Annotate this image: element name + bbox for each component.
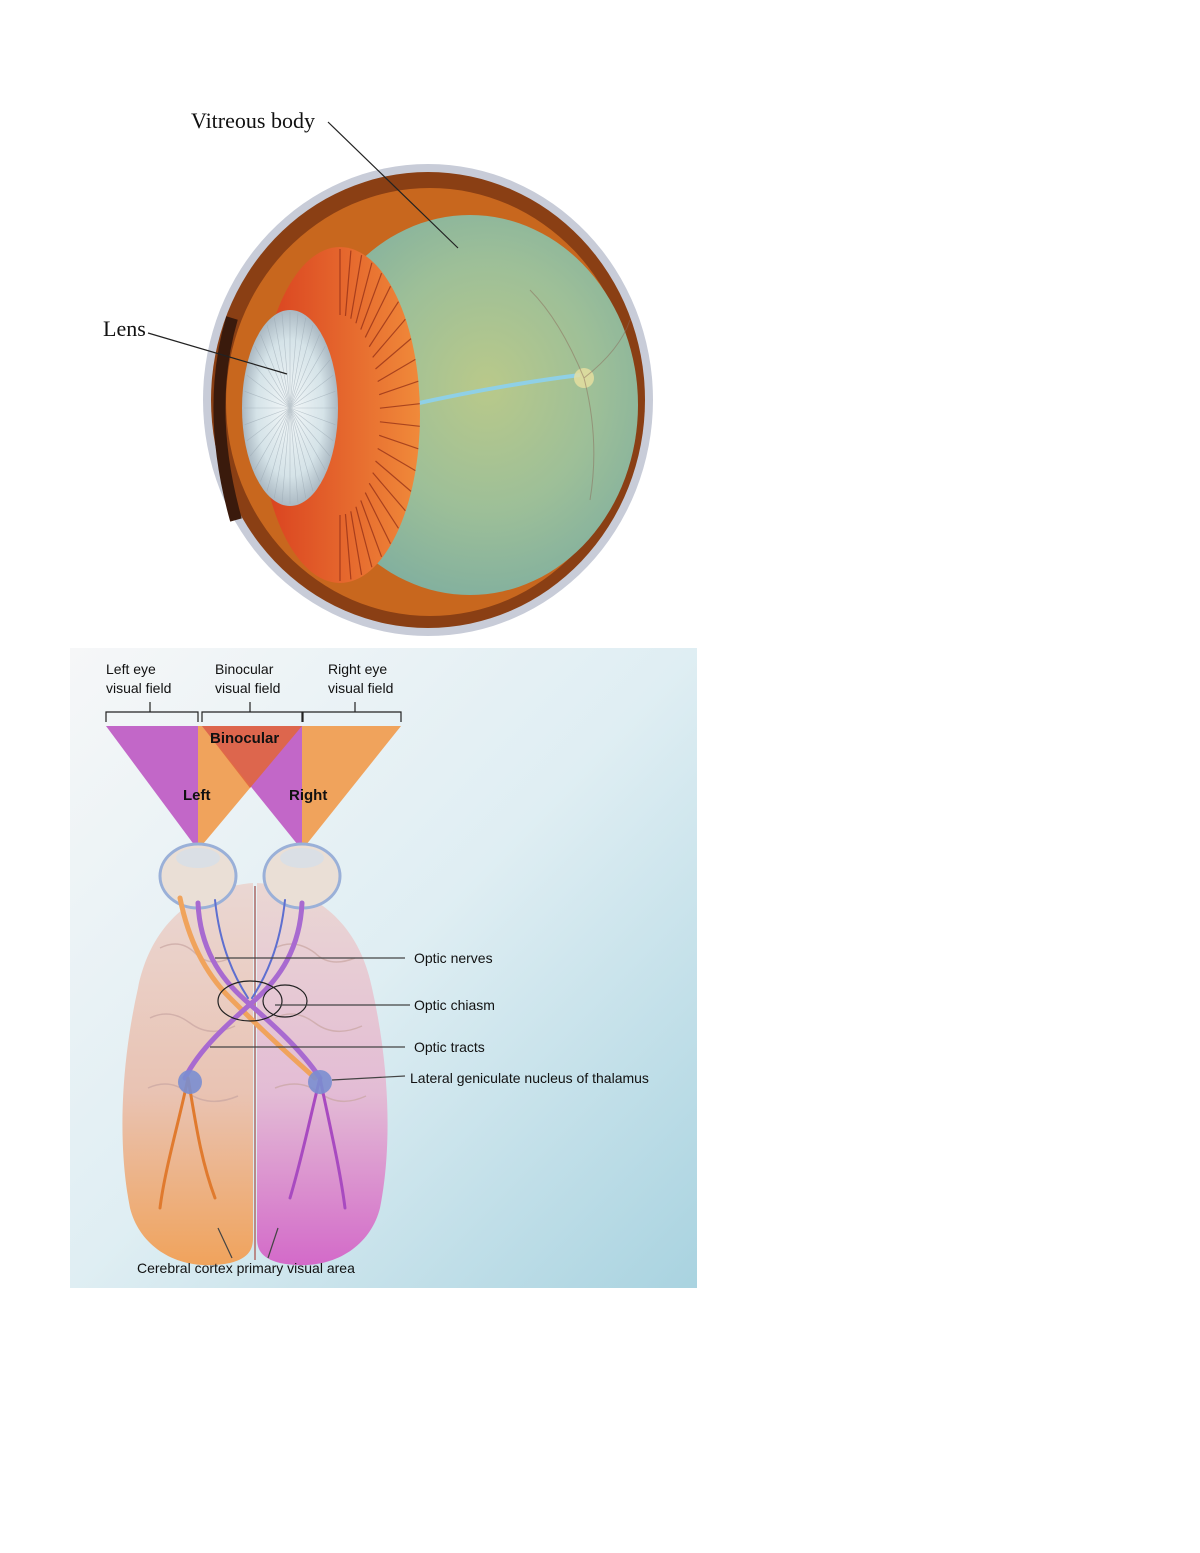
- right-field-label: Right: [289, 787, 327, 804]
- right-eye-field-header-2: visual field: [328, 680, 393, 696]
- vitreous-body-label: Vitreous body: [191, 108, 315, 133]
- binocular-overlap: [202, 726, 302, 788]
- callout-leaders: [210, 957, 410, 1259]
- optic-tracts-label: Optic tracts: [414, 1039, 485, 1055]
- lens-label: Lens: [103, 316, 146, 341]
- right-eye-field-cone-orange: [302, 726, 401, 850]
- optic-chiasm-label: Optic chiasm: [414, 997, 495, 1013]
- vitreous-body-leader: [327, 121, 459, 249]
- left-eye-field-header-2: visual field: [106, 680, 171, 696]
- eye-cross-section-figure: Vitreous body Lens: [103, 108, 653, 636]
- field-brackets: [105, 702, 402, 722]
- binocular-field-label: Binocular: [210, 730, 279, 747]
- visual-pathway-figure: Left eye visual field Binocular visual f…: [70, 648, 697, 1288]
- visual-cortex-label: Cerebral cortex primary visual area: [137, 1260, 355, 1276]
- ciliary-ridges: [339, 249, 420, 581]
- left-field-label: Left: [183, 787, 211, 804]
- optic-pathways: [158, 895, 347, 1210]
- lateral-geniculate-label: Lateral geniculate nucleus of thalamus: [410, 1070, 649, 1086]
- retina-vessel: [529, 289, 631, 501]
- cornea-edge: [213, 316, 242, 522]
- lens-leader: [147, 332, 288, 375]
- binocular-field-header-2: visual field: [215, 680, 280, 696]
- retina-vessel: [409, 373, 581, 407]
- left-eye-field-cone-purple: [106, 726, 198, 850]
- lens-fibers: [244, 312, 336, 504]
- optic-chiasm-marker: [262, 984, 308, 1018]
- right-eyeball: [262, 842, 342, 910]
- left-eye-field-header: Left eye: [106, 661, 156, 677]
- left-eyeball: [158, 842, 238, 910]
- right-lateral-geniculate: [308, 1070, 332, 1094]
- binocular-field-header: Binocular: [215, 661, 274, 677]
- optic-nerves-label: Optic nerves: [414, 950, 493, 966]
- right-eye-field-header: Right eye: [328, 661, 387, 677]
- left-lateral-geniculate: [178, 1070, 202, 1094]
- optic-chiasm-marker: [217, 980, 283, 1022]
